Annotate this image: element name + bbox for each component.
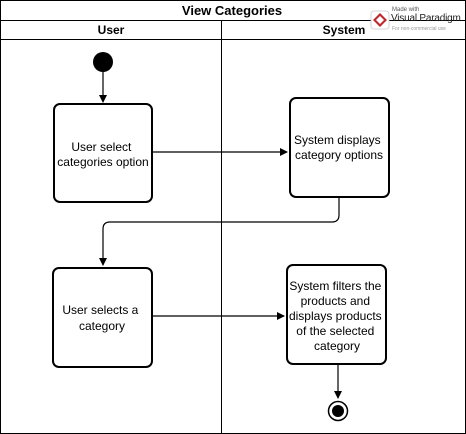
- watermark-brand: Visual Paradigm: [391, 13, 461, 24]
- action-system-displays-options-label: System displays category options: [294, 133, 384, 162]
- action-user-selects-category-label: User selects a category: [62, 303, 141, 333]
- lane-header-user: User: [98, 23, 125, 37]
- lane-header-system: System: [323, 23, 366, 37]
- action-user-selects-category: [52, 267, 153, 368]
- initial-node: [93, 52, 113, 72]
- action-user-select-categories-label: User select categories option: [57, 140, 148, 169]
- action-system-filters-products: [286, 264, 387, 365]
- final-node-inner: [332, 405, 344, 417]
- watermark-made-with: Made with: [392, 7, 420, 13]
- action-user-select-categories: [53, 103, 153, 203]
- action-system-filters-products-label: System filters the products and displays…: [289, 279, 385, 353]
- flow-display-to-user-selects: [99, 197, 340, 266]
- watermark-tagline: For non-commercial use: [392, 26, 446, 32]
- visual-paradigm-logo-icon: [370, 10, 390, 30]
- diagram-title: View Categories: [182, 3, 282, 18]
